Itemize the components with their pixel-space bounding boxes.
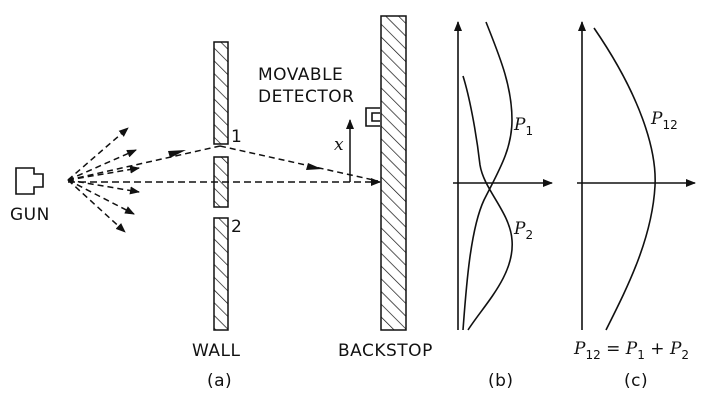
detector-icon [365,107,380,127]
panel-b-label: (b) [488,371,514,391]
x-axis-label: x [334,135,344,155]
p12-curve [593,27,656,331]
arrow-icon [306,163,322,170]
sum-equation: P12 = P1 + P2 [573,339,689,362]
panel-a-label: (a) [207,371,232,391]
wall [213,41,229,331]
panel-c-axes [577,21,696,330]
p2-curve [462,75,513,331]
arrow-icon [168,150,186,158]
bullet-path-slit1 [67,145,379,182]
gun-icon [15,167,44,195]
wall-label: WALL [192,341,240,361]
p1-label: P1 [513,115,533,138]
backstop [380,15,407,331]
panel-b-axes [453,21,553,330]
slit-1-label: 1 [231,127,242,147]
backstop-label: BACKSTOP [338,341,433,361]
bullet-spray [67,127,140,233]
detector-label-line2: DETECTOR [258,87,354,107]
detector-label-line1: MOVABLE [258,65,343,85]
panel-c-label: (c) [624,371,648,391]
p1-curve [462,21,513,331]
p2-label: P2 [513,219,533,242]
gun-label: GUN [10,205,50,225]
slit-2-label: 2 [231,217,242,237]
p12-label: P12 [650,109,678,132]
